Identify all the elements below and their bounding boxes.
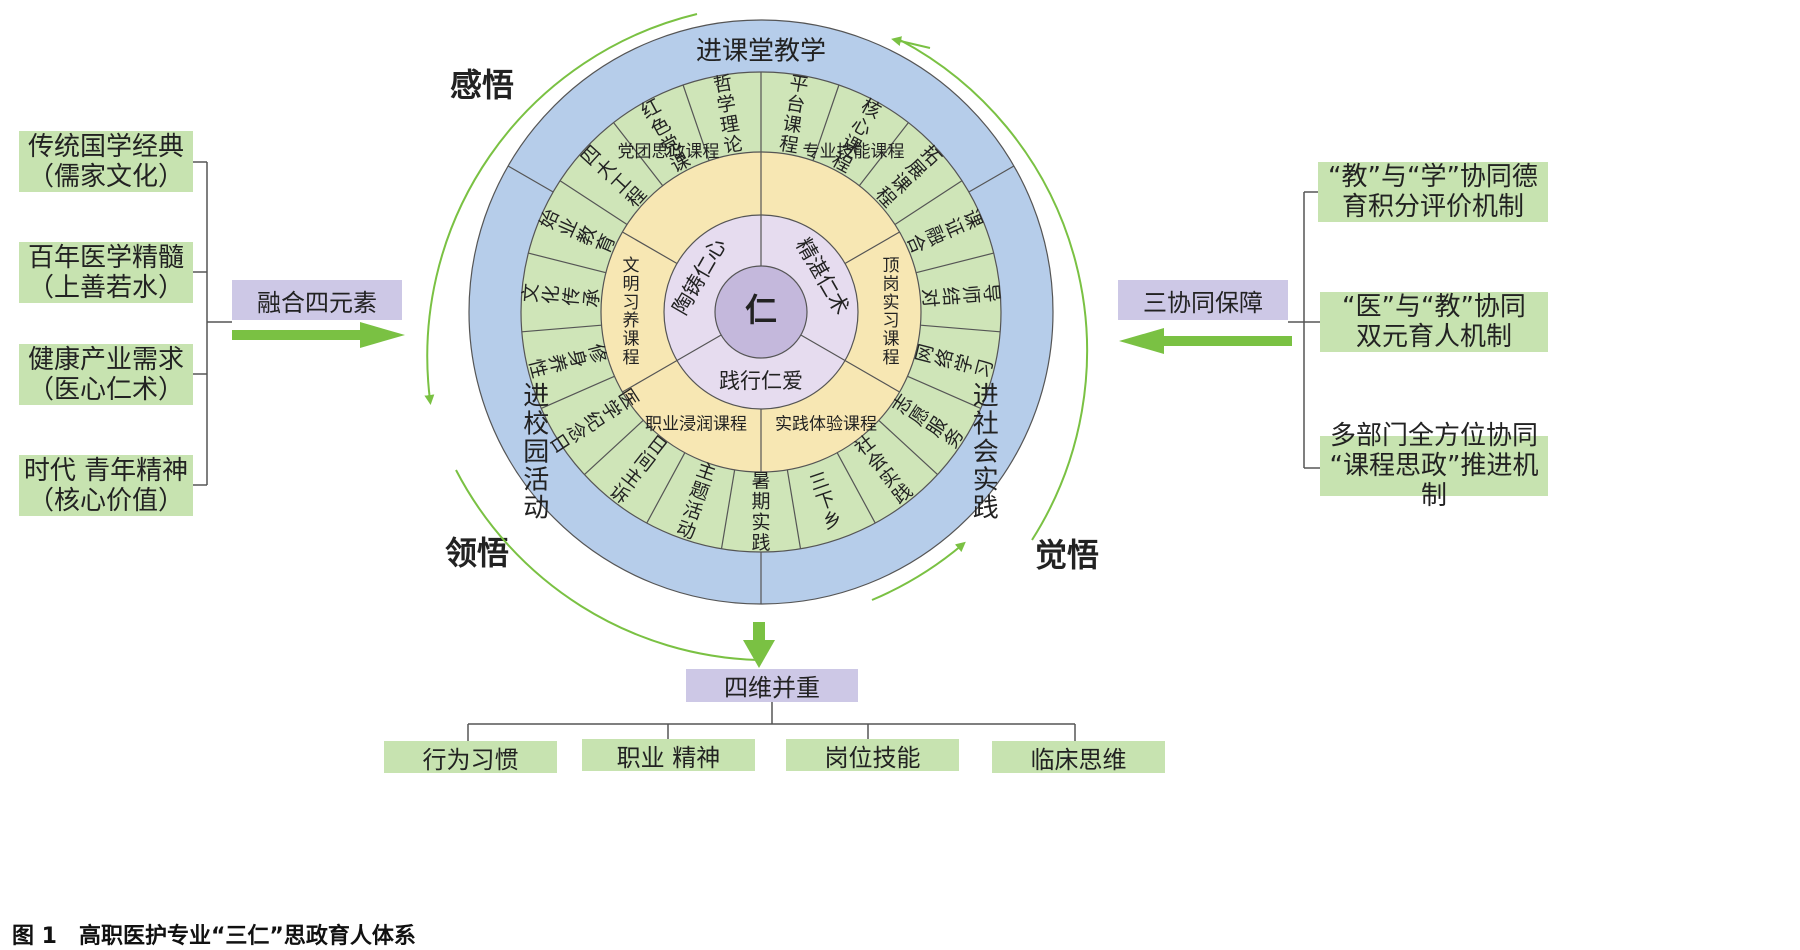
inner-divider <box>676 334 722 362</box>
bottom-item-3-text: 岗位技能 <box>824 743 921 772</box>
segment-divider <box>786 469 802 549</box>
course-label: 实践体验课程 <box>775 415 877 435</box>
segment-label: 修身养性 <box>525 342 611 381</box>
course-divider <box>622 359 678 393</box>
segment-divider <box>836 452 876 524</box>
right-item-3: 多部门全方位协同 “课程思政”推进机制 <box>1320 421 1548 511</box>
segment-divider <box>812 84 840 161</box>
course-label: 职业浸润课程 <box>645 415 747 435</box>
segment-divider <box>540 375 615 409</box>
left-item-3-line2: （医心仁术） <box>27 374 184 405</box>
corner-label-bottom-right: 觉悟 <box>1035 536 1100 574</box>
bottom-item-1-text: 行为习惯 <box>422 745 519 774</box>
segment-label: 网络学习 <box>912 342 998 381</box>
ring-divider-2 <box>968 165 1015 193</box>
ring-label-left: 进校园活动 <box>523 381 549 523</box>
segment-label: 导师结对 <box>918 283 1003 309</box>
left-label: 融合四元素 <box>232 280 402 320</box>
left-item-2-line2: （上善若水） <box>27 272 184 303</box>
bottom-item-3: 岗位技能 <box>786 739 959 772</box>
segment-divider <box>682 84 710 161</box>
course-label: 顶岗实习课程 <box>883 256 900 368</box>
bottom-label: 四维并重 <box>686 669 858 702</box>
left-item-4: 时代 青年精神 （核心价值） <box>19 455 193 516</box>
ring-label-right: 进社会实践 <box>973 381 999 523</box>
left-bracket <box>193 161 232 486</box>
bottom-item-2-text: 职业 精神 <box>616 743 721 772</box>
course-label: 党团思政课程 <box>618 142 720 162</box>
segment-divider <box>720 469 736 549</box>
bottom-item-4: 临床思维 <box>992 741 1165 774</box>
left-item-3-line1: 健康产业需求 <box>27 344 184 375</box>
corner-label-top-left: 感悟 <box>450 66 515 104</box>
segment-divider <box>878 419 938 475</box>
ring-label-top: 进课堂教学 <box>696 37 826 67</box>
arrow-down-icon <box>743 622 775 668</box>
course-divider <box>844 231 900 265</box>
segment-divider <box>858 122 909 187</box>
right-item-1-line2: 育积分评价机制 <box>1341 192 1524 222</box>
left-item-1: 传统国学经典 （儒家文化） <box>19 131 193 192</box>
segment-divider <box>613 122 664 187</box>
course-label: 专业技能课程 <box>803 142 905 162</box>
segment-label: 文化传承 <box>519 283 604 309</box>
right-item-2: “医”与“教”协同 双元育人机制 <box>1320 292 1548 352</box>
arrow-right-icon <box>232 322 405 348</box>
course-divider <box>622 231 678 265</box>
segment-divider <box>915 252 994 274</box>
segment-label: 哲学理论 <box>712 71 745 157</box>
bottom-label-text: 四维并重 <box>724 674 820 702</box>
right-label-text: 三协同保障 <box>1143 288 1263 317</box>
corner-label-bottom-left: 领悟 <box>445 534 510 572</box>
cycle-arrow-bottom-right <box>871 541 966 601</box>
segment-divider <box>894 180 963 225</box>
left-item-2-line1: 百年医学精髓 <box>27 242 184 273</box>
bottom-item-1: 行为习惯 <box>384 741 557 774</box>
left-item-2: 百年医学精髓 （上善若水） <box>19 242 193 303</box>
inner-divider <box>800 334 846 362</box>
center-label: 仁 <box>745 291 777 329</box>
inner-label: 践行仁爱 <box>719 369 803 393</box>
segment-divider <box>528 252 607 274</box>
cycle-arrow-right-start <box>891 36 931 49</box>
left-item-3: 健康产业需求 （医心仁术） <box>19 344 193 405</box>
right-item-1-line1: “教”与“学”协同德 <box>1328 162 1538 192</box>
segment-divider <box>907 375 982 409</box>
cycle-arrow-right <box>899 39 1089 541</box>
right-item-2-line2: 双元育人机制 <box>1355 322 1512 352</box>
ring-divider-1 <box>507 165 554 193</box>
bottom-item-4-text: 临床思维 <box>1030 745 1127 774</box>
segment-label: 暑期实践 <box>751 470 770 554</box>
right-item-3-line1: 多部门全方位协同 <box>1329 421 1538 451</box>
left-item-4-line1: 时代 青年精神 <box>23 455 189 486</box>
segment-divider <box>521 324 602 333</box>
segment-label: 平台课程 <box>778 71 811 157</box>
left-label-text: 融合四元素 <box>257 288 377 317</box>
bottom-tree <box>467 702 1076 741</box>
cycle-arrow-top-left <box>424 13 698 405</box>
arrow-left-icon <box>1119 328 1292 354</box>
right-bracket <box>1288 191 1320 469</box>
segment-divider <box>920 324 1001 333</box>
left-item-4-line2: （核心价值） <box>27 485 184 516</box>
wheel: 平台课程核心课程拓展课程课证融合导师结对网络学习志愿服务社会实践三下乡暑期实践主… <box>468 19 1054 605</box>
left-item-1-line1: 传统国学经典 <box>27 131 184 162</box>
segment-divider <box>559 180 628 225</box>
segment-divider <box>646 452 686 524</box>
course-divider <box>844 359 900 393</box>
left-item-1-line2: （儒家文化） <box>27 161 184 192</box>
bottom-item-2: 职业 精神 <box>582 739 755 772</box>
right-item-1: “教”与“学”协同德 育积分评价机制 <box>1318 162 1548 222</box>
cycle-arrow-bottom-left <box>455 469 759 661</box>
right-item-3-line2: “课程思政”推进机制 <box>1329 451 1539 511</box>
segment-divider <box>584 419 644 475</box>
right-label: 三协同保障 <box>1118 280 1288 320</box>
right-item-2-line1: “医”与“教”协同 <box>1342 292 1526 322</box>
course-label: 文明习养课程 <box>623 256 640 368</box>
